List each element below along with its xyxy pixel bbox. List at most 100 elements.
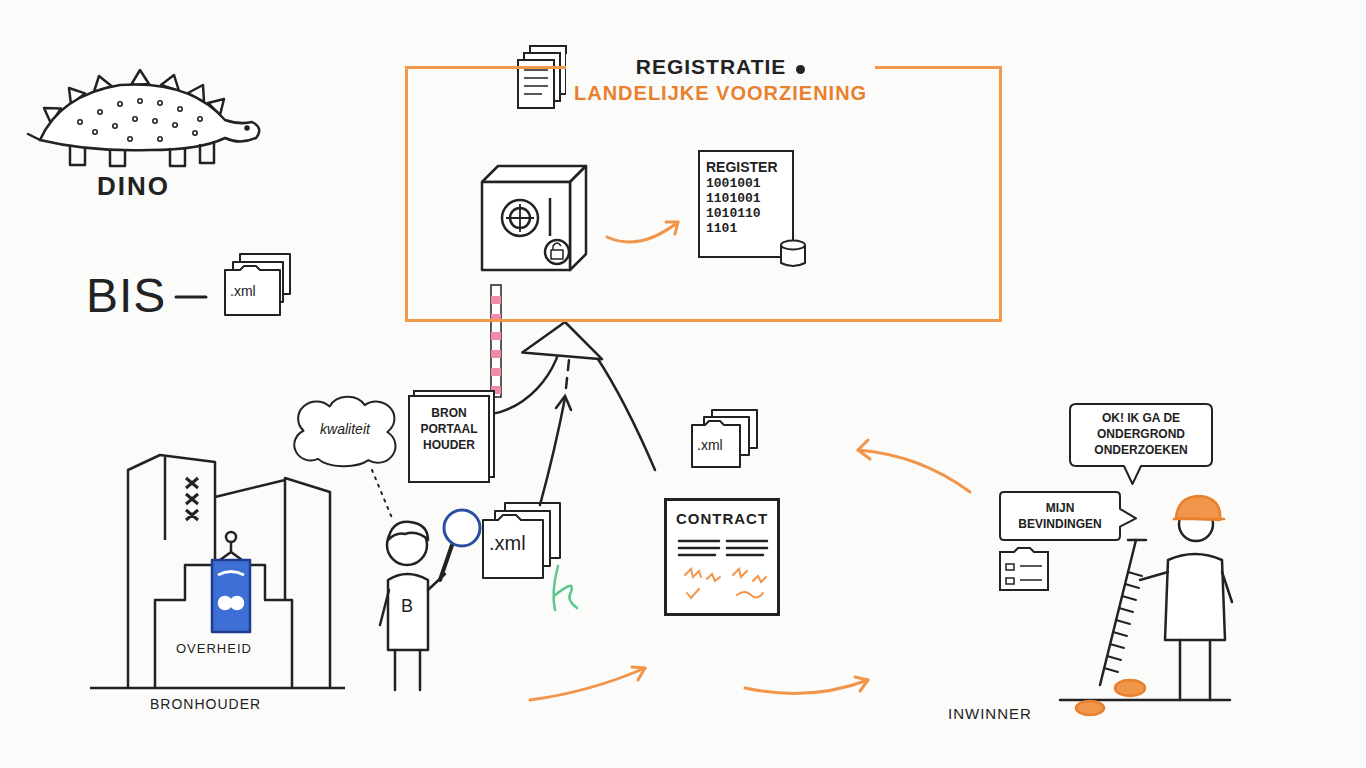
figure-caption: DINO: [97, 172, 170, 202]
node-text: REGISTER: [706, 158, 786, 176]
flow-arrow: [490, 322, 602, 414]
file-type: .xml: [489, 532, 526, 555]
safe-part: [545, 240, 569, 264]
node-text: 1001001 1101001 1010110 1101: [706, 176, 786, 236]
safe-part: [506, 204, 534, 232]
bis-dash: [176, 296, 206, 299]
bubble-down-path: [1070, 404, 1212, 484]
dinosaur-part-part: [128, 137, 132, 141]
dinosaur-part-part: [158, 137, 162, 141]
dinosaur-part-part: [193, 131, 197, 135]
person-b-part: [388, 574, 428, 650]
building-name: OVERHEID: [176, 642, 252, 657]
contract-decoration: [675, 535, 771, 605]
dinosaur-part-part: [158, 101, 162, 105]
bubble-right-path: [1000, 492, 1136, 540]
xml-files-part: [225, 266, 280, 315]
signature-mark-part: [554, 566, 577, 610]
inwinner-worker-part: [1180, 640, 1210, 700]
contract-document: CONTRACT: [664, 498, 780, 616]
big-arrow-leg-part: [596, 356, 655, 470]
dinosaur-part: [78, 99, 202, 141]
findings-document: [1000, 548, 1048, 590]
orange-arrows-part: [666, 222, 678, 234]
government-building-part: [219, 597, 231, 609]
dinosaur-part: [200, 142, 214, 163]
bis-dash-part: [176, 296, 206, 299]
orange-arrows-part: [745, 680, 868, 693]
orange-arrows-part: [632, 667, 645, 680]
contract-signoff: [687, 589, 763, 598]
xml-files: [483, 503, 560, 578]
magnifier: [440, 510, 480, 580]
node-text: CONTRACT: [675, 509, 769, 529]
dinosaur-part-part: [93, 130, 97, 134]
inwinner-worker-part: [1076, 701, 1104, 715]
safe-part: [482, 182, 570, 270]
node-text: MIJN BEVINDINGEN: [1008, 500, 1112, 532]
safe-part: [551, 250, 563, 259]
inwinner-worker-part: [1115, 680, 1145, 696]
xml-files-part: [692, 421, 740, 467]
node-text: kwaliteit: [310, 420, 380, 438]
node-text: LANDELIJKE VOORZIENING: [574, 80, 867, 106]
dinosaur-part-part: [178, 107, 182, 111]
orange-arrows: [530, 222, 970, 700]
government-building-part: [215, 480, 285, 497]
contract-lines: [679, 541, 767, 555]
safe-part: [570, 166, 586, 270]
government-building-part: [212, 560, 250, 632]
inwinner-worker-part: [1140, 572, 1168, 580]
inwinner-worker-part: [1165, 554, 1225, 640]
document-stack-icon-part: [524, 70, 548, 94]
safe-part: [502, 200, 538, 236]
registry-region: REGISTRATIELANDELIJKE VOORZIENINGREGISTE…: [405, 66, 1002, 322]
contract-signatures: [685, 569, 766, 582]
person-b-part: [388, 522, 428, 540]
safe-part: [549, 198, 552, 236]
system-name: BIS: [86, 268, 166, 323]
contract-scribbles: [685, 569, 766, 598]
dinosaur-part-part: [153, 119, 157, 123]
inwinner-worker-part: [1104, 572, 1142, 672]
thought-cloud: kwaliteit: [300, 400, 390, 464]
government-building-part: [220, 542, 242, 560]
inwinner-worker-part: [1174, 518, 1224, 521]
inwinner-worker-part: [1176, 496, 1220, 520]
region-heading: REGISTRATIELANDELIJKE VOORZIENING: [566, 54, 875, 106]
safe: [482, 166, 586, 270]
dinosaur-part-part: [198, 117, 202, 121]
bubble-right-outline: [1000, 492, 1120, 540]
person-b-part: [380, 590, 389, 625]
barrier-pole-part: [491, 296, 501, 394]
government-building-part: [164, 457, 167, 540]
dinosaur-part-part: [173, 123, 177, 127]
speech-bubble: OK! IK GA DE ONDERGROND ONDERZOEKEN: [1070, 402, 1212, 466]
findings-document-part: [1000, 548, 1048, 590]
dinosaur-part-part: [118, 102, 122, 106]
signature-mark: [554, 566, 577, 610]
government-building-part: [186, 478, 198, 520]
flow-arrow-head: [522, 322, 602, 359]
contract-text-lines: [679, 541, 767, 555]
magnifier-part: [440, 545, 452, 580]
barrier-pole: [491, 285, 501, 397]
node-text: BRON PORTAAL HOUDER: [415, 405, 483, 453]
node-text: OK! IK GA DE ONDERGROND ONDERZOEKEN: [1078, 410, 1204, 458]
findings-document-part: [1006, 564, 1042, 584]
dashed-arrow-part: [556, 396, 571, 410]
government-building-part: [226, 532, 236, 542]
dinosaur-part-part: [113, 124, 117, 128]
orange-arrows-part: [855, 677, 868, 691]
dashed-arrow-part: [540, 398, 565, 505]
inwinner-worker-part: [1128, 539, 1146, 542]
orange-arrows-part: [858, 440, 870, 459]
role-name: INWINNER: [948, 705, 1032, 722]
orange-arrows-part: [607, 222, 678, 242]
leader-dots-part: [372, 470, 392, 518]
dinosaur-part: [131, 70, 149, 85]
dinosaur-part-part: [78, 120, 82, 124]
inwinner-worker-part: [1222, 572, 1232, 602]
dinosaur-part: [110, 150, 125, 166]
